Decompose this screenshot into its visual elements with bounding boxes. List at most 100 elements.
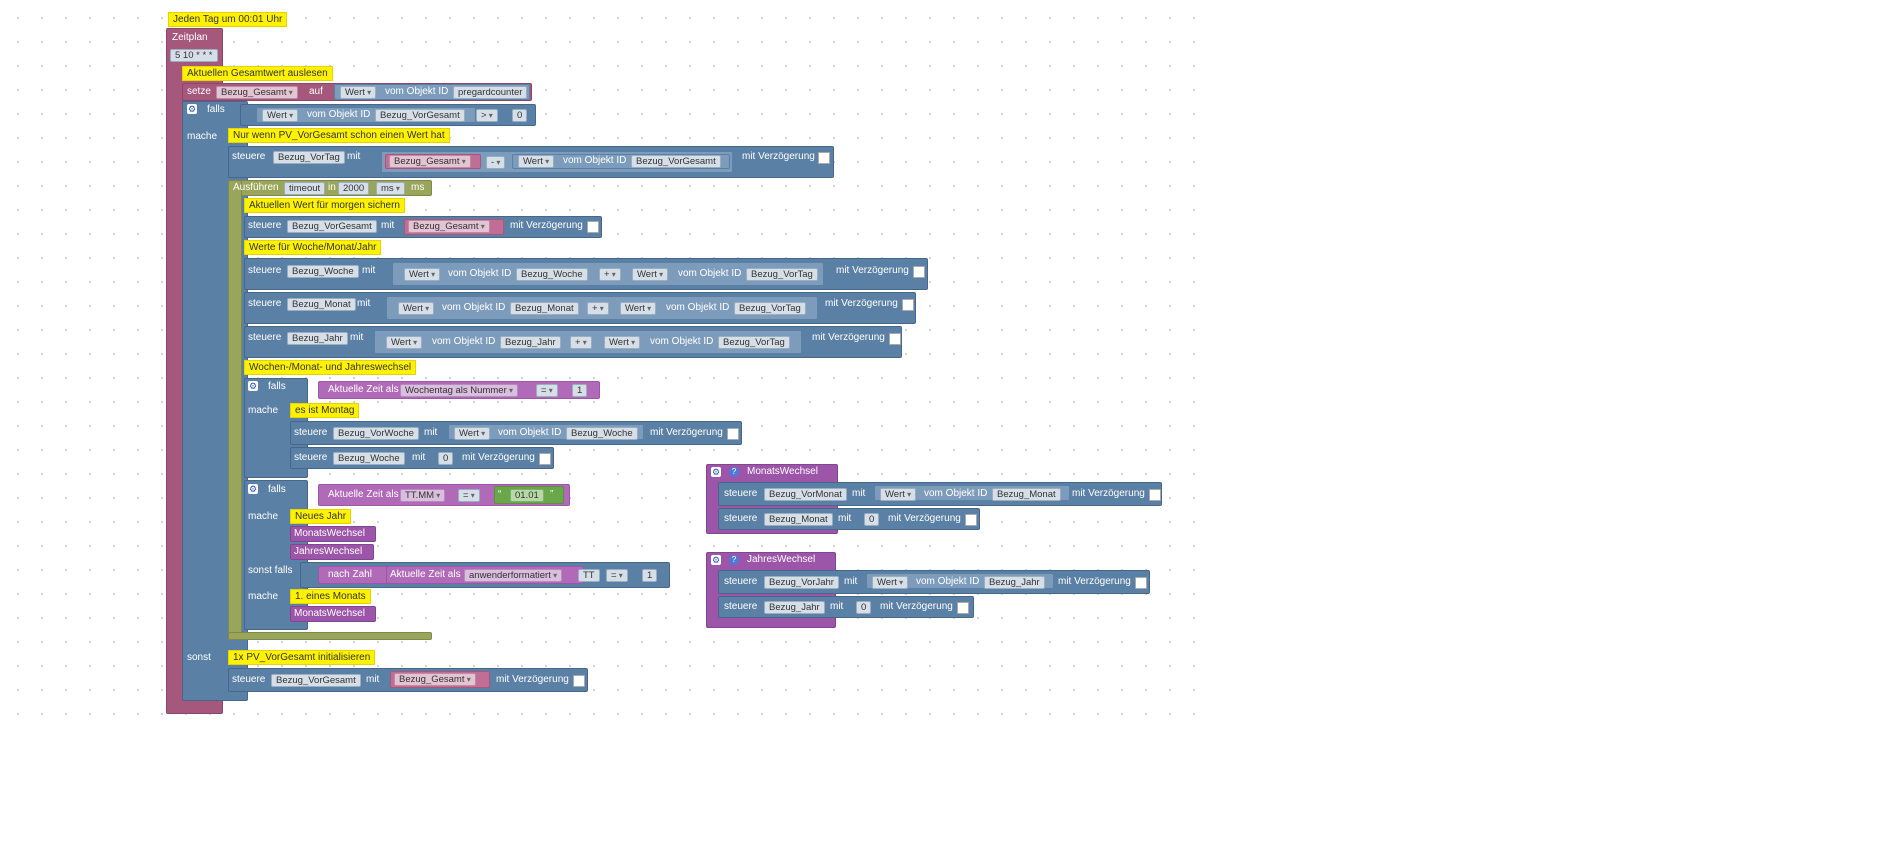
first-of-month-comment[interactable]: 1. eines Monats — [290, 589, 371, 604]
timeout-name-field[interactable]: timeout — [284, 182, 326, 195]
wert-dropdown[interactable]: Wert — [880, 488, 917, 501]
cond-operator-dropdown[interactable]: > — [476, 109, 498, 122]
call-monatswechsel-block-2[interactable] — [290, 606, 376, 622]
vortag-target-field[interactable]: Bezug_VorTag — [273, 151, 345, 164]
schedule-comment[interactable]: Jeden Tag um 00:01 Uhr — [168, 12, 288, 27]
tt-field[interactable]: TT — [578, 569, 600, 582]
monat-a-obj[interactable]: Bezug_Monat — [510, 302, 579, 315]
ttmm-dropdown[interactable]: TT.MM — [400, 489, 446, 502]
plus-dropdown[interactable]: + — [570, 336, 592, 349]
woche-b-obj[interactable]: Bezug_VorTag — [746, 268, 818, 281]
delay-checkbox[interactable] — [965, 514, 977, 526]
init-comment[interactable]: 1x PV_VorGesamt initialisieren — [228, 650, 376, 665]
delay-checkbox[interactable] — [573, 675, 585, 687]
delay-checkbox[interactable] — [727, 428, 739, 440]
delay-checkbox[interactable] — [889, 333, 901, 345]
jahr-target-field[interactable]: Bezug_Jahr — [287, 332, 348, 345]
fm-monat-target-field[interactable]: Bezug_Monat — [764, 513, 833, 526]
cond-number-field[interactable]: 0 — [512, 109, 528, 122]
fj-vorjahr-field[interactable]: Bezug_VorJahr — [764, 576, 839, 589]
woche-a-obj[interactable]: Bezug_Woche — [516, 268, 588, 281]
object-id-field[interactable]: pregardcounter — [453, 86, 528, 99]
delay-checkbox[interactable] — [818, 152, 830, 164]
user-format-dropdown[interactable]: anwenderformatiert — [464, 569, 563, 582]
timeout-unit-dropdown[interactable]: ms — [376, 182, 405, 195]
if-falls-label: falls — [207, 104, 225, 115]
gear-icon[interactable]: ⚙ — [248, 381, 258, 391]
monat-target-field[interactable]: Bezug_Monat — [287, 298, 356, 311]
cond-object-field[interactable]: Bezug_VorGesamt — [375, 109, 465, 122]
monday-comment[interactable]: es ist Montag — [290, 403, 360, 418]
delay-checkbox[interactable] — [913, 266, 925, 278]
minus-object-field[interactable]: Bezug_VorGesamt — [631, 155, 721, 168]
read-total-comment[interactable]: Aktuellen Gesamtwert auslesen — [182, 66, 333, 81]
call-monatswechsel-block[interactable] — [290, 526, 376, 542]
monat-b-obj[interactable]: Bezug_VorTag — [734, 302, 806, 315]
vorwoche-obj-field[interactable]: Bezug_Woche — [566, 427, 638, 440]
help-icon[interactable]: ? — [729, 467, 739, 477]
weekday-num-field[interactable]: 1 — [572, 384, 588, 397]
gear-icon[interactable]: ⚙ — [711, 555, 721, 565]
wert-dropdown[interactable]: Wert — [398, 302, 435, 315]
fj-jahr-obj-field[interactable]: Bezug_Jahr — [984, 576, 1045, 589]
wert-dropdown[interactable]: Wert — [620, 302, 657, 315]
new-year-comment[interactable]: Neues Jahr — [290, 509, 352, 524]
minus-op-dropdown[interactable]: - — [486, 156, 506, 169]
only-if-comment[interactable]: Nur wenn PV_VorGesamt schon einen Wert h… — [228, 128, 450, 143]
gear-icon[interactable]: ⚙ — [248, 484, 258, 494]
set-to-label: auf — [309, 86, 323, 97]
timeout-ms-field[interactable]: 2000 — [338, 182, 370, 195]
help-icon[interactable]: ? — [729, 555, 739, 565]
cron-field[interactable]: 5 10 * * * — [170, 49, 218, 62]
wert-dropdown[interactable]: Wert — [632, 268, 669, 281]
wechsel-comment[interactable]: Wochen-/Monat- und Jahreswechsel — [244, 360, 417, 375]
wert-dropdown[interactable]: Wert — [404, 268, 441, 281]
init-target-field[interactable]: Bezug_VorGesamt — [271, 674, 361, 687]
zero-field[interactable]: 0 — [864, 513, 880, 526]
eq-dropdown[interactable]: = — [606, 569, 628, 582]
woche-target-field[interactable]: Bezug_Woche — [287, 265, 359, 278]
eq-dropdown[interactable]: = — [536, 384, 558, 397]
wert-dropdown[interactable]: Wert — [386, 336, 423, 349]
vorwoche-target-field[interactable]: Bezug_VorWoche — [333, 427, 419, 440]
delay-checkbox[interactable] — [539, 453, 551, 465]
gear-icon[interactable]: ⚙ — [711, 467, 721, 477]
wmy-comment[interactable]: Werte für Woche/Monat/Jahr — [244, 240, 382, 255]
delay-checkbox[interactable] — [1135, 577, 1147, 589]
minus-value-dropdown[interactable]: Wert — [518, 155, 555, 168]
wert-dropdown[interactable]: Wert — [604, 336, 641, 349]
cond-value-dropdown[interactable]: Wert — [262, 109, 299, 122]
vorgesamt-target-field[interactable]: Bezug_VorGesamt — [287, 220, 377, 233]
wert-dropdown[interactable]: Wert — [872, 576, 909, 589]
fm-vormonat-field[interactable]: Bezug_VorMonat — [764, 488, 847, 501]
plus-dropdown[interactable]: + — [599, 268, 621, 281]
delay-checkbox[interactable] — [1149, 489, 1161, 501]
weekday-format-dropdown[interactable]: Wochentag als Nummer — [400, 384, 518, 397]
of-object-label: vom Objekt ID — [442, 302, 506, 313]
plus-dropdown[interactable]: + — [587, 302, 609, 315]
fm-monat-obj-field[interactable]: Bezug_Monat — [992, 488, 1061, 501]
zero-field[interactable]: 0 — [438, 452, 454, 465]
woche-zero-target-field[interactable]: Bezug_Woche — [333, 452, 405, 465]
delay-checkbox[interactable] — [902, 299, 914, 311]
zero-field[interactable]: 0 — [856, 601, 872, 614]
jahr-a-obj[interactable]: Bezug_Jahr — [500, 336, 561, 349]
day-num-field[interactable]: 1 — [642, 569, 658, 582]
of-object-label: vom Objekt ID — [385, 86, 449, 97]
call-jahreswechsel-block[interactable] — [290, 544, 374, 560]
eq-dropdown[interactable]: = — [458, 489, 480, 502]
value-dropdown[interactable]: Wert — [340, 86, 377, 99]
fj-jahr-target-field[interactable]: Bezug_Jahr — [764, 601, 825, 614]
jahr-b-obj[interactable]: Bezug_VorTag — [718, 336, 790, 349]
date-text-field[interactable]: 01.01 — [510, 489, 544, 502]
gear-icon[interactable]: ⚙ — [187, 104, 197, 114]
minus-var-dropdown[interactable]: Bezug_Gesamt — [389, 155, 471, 168]
wert-dropdown[interactable]: Wert — [454, 427, 491, 440]
delay-checkbox[interactable] — [957, 602, 969, 614]
save-var-dropdown[interactable]: Bezug_Gesamt — [408, 220, 490, 233]
delay-checkbox[interactable] — [587, 221, 599, 233]
set-var-dropdown[interactable]: Bezug_Gesamt — [216, 86, 298, 99]
blockly-workspace[interactable]: Jeden Tag um 00:01 Uhr Zeitplan 5 10 * *… — [0, 0, 1210, 730]
init-var-dropdown[interactable]: Bezug_Gesamt — [394, 673, 476, 686]
save-tomorrow-comment[interactable]: Aktuellen Wert für morgen sichern — [244, 198, 405, 213]
